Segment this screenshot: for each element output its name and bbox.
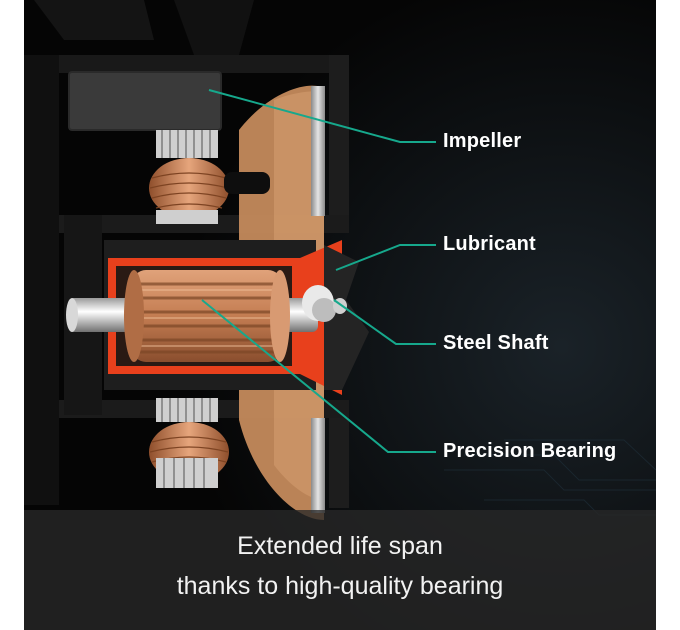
steel-plate-bottom: [311, 418, 325, 513]
caption-line-2: thanks to high-quality bearing: [176, 572, 504, 600]
precision-bearing: [124, 270, 290, 362]
fan-blade-top: [34, 0, 154, 40]
callout-line-impeller: [208, 89, 436, 143]
label-precision-bearing: Precision Bearing: [443, 440, 617, 462]
callout-line-lubricant: [335, 244, 436, 271]
impeller-magnet: [69, 72, 221, 130]
steel-plate-top: [311, 86, 325, 216]
fan-motor-illustration: [24, 0, 656, 630]
stator-coil-bottom: [149, 398, 229, 488]
circuit-pattern: [444, 439, 656, 516]
callout-lines: [201, 89, 436, 453]
callout-line-steel-shaft: [333, 299, 436, 345]
label-lubricant: Lubricant: [443, 233, 536, 255]
fan-blade-top-2: [174, 0, 254, 55]
caption-bar: Extended life span thanks to high-qualit…: [24, 510, 656, 630]
caption-line-1: Extended life span: [237, 532, 443, 560]
label-impeller: Impeller: [443, 130, 522, 152]
label-steel-shaft: Steel Shaft: [443, 332, 549, 354]
fan-cutaway-image: Impeller Lubricant Steel Shaft Precision…: [24, 0, 656, 630]
callout-line-precision-bearing: [201, 299, 436, 453]
stator-coil-top: [149, 130, 270, 224]
